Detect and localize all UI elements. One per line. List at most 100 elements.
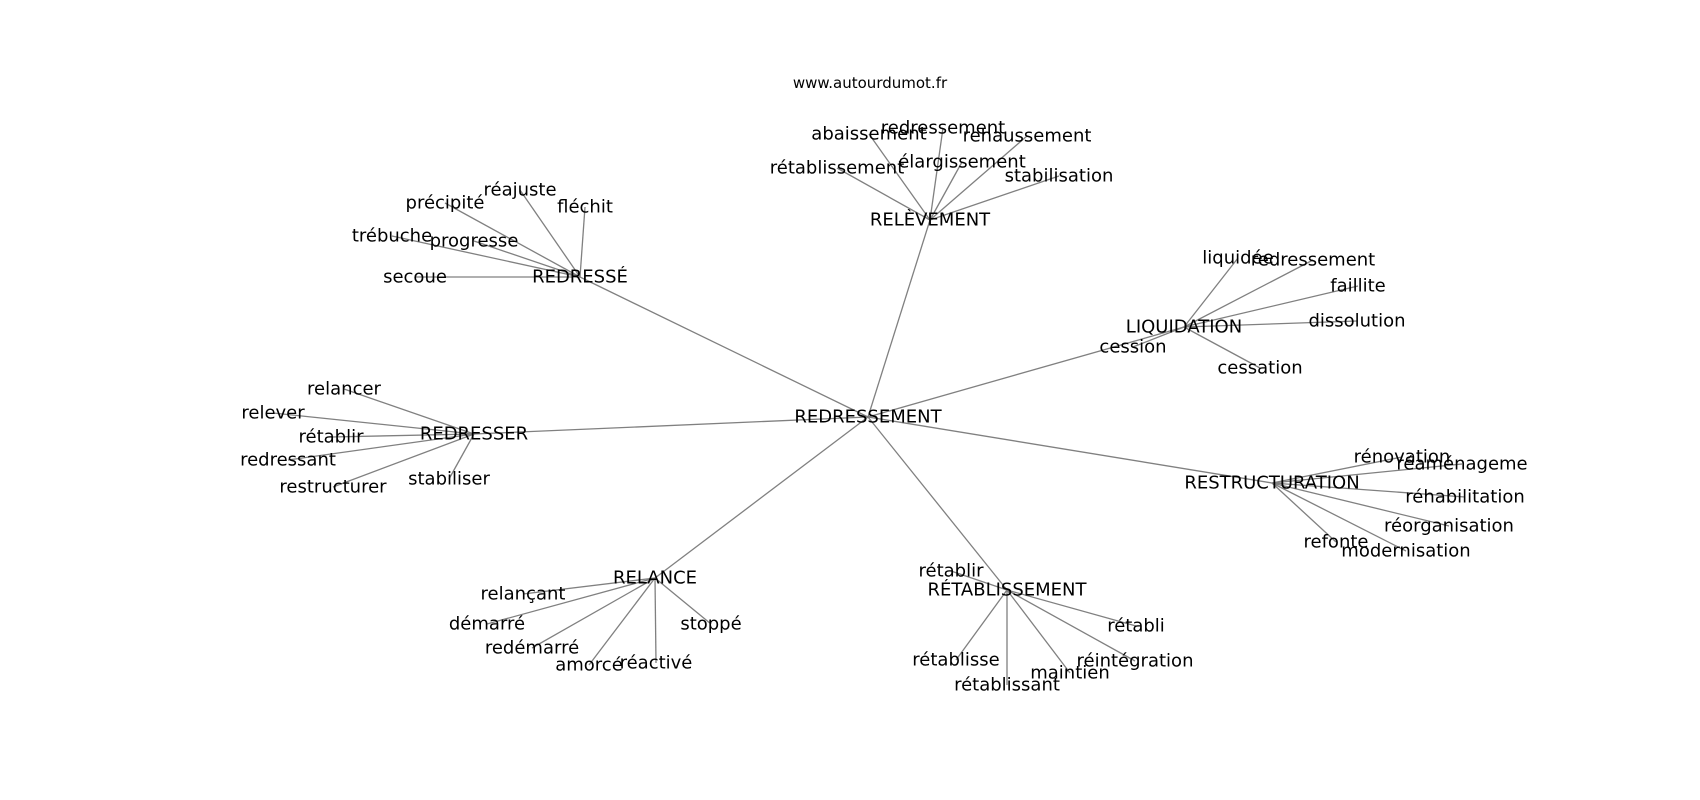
edge-group-to-leaf <box>1006 589 1071 674</box>
edge-group-to-leaf <box>473 240 581 278</box>
group-node-label: REDRESSER <box>420 424 528 445</box>
leaf-node-label: réajuste <box>483 180 556 201</box>
edge-group-to-leaf <box>519 189 581 278</box>
edge-group-to-leaf <box>1271 482 1407 552</box>
leaf-node-label: redressement <box>1251 250 1376 271</box>
leaf-node-label: progresse <box>430 231 519 252</box>
leaf-node-label: rétabli <box>1107 616 1165 637</box>
leaf-node-label: réorganisation <box>1384 516 1514 537</box>
leaf-node-label: rehaussement <box>963 126 1092 147</box>
labels: REDRESSEMENTRELÈVEMENTabaissementredress… <box>240 118 1528 696</box>
edge-group-to-leaf <box>531 577 656 649</box>
edge-group-to-leaf <box>588 577 656 666</box>
leaf-node-label: relever <box>241 403 305 424</box>
leaf-node-label: redressant <box>240 450 336 471</box>
edge-center-to-group <box>867 326 1185 418</box>
leaf-node-label: réintégration <box>1077 651 1194 672</box>
leaf-node-label: cession <box>1099 337 1166 358</box>
edge-group-to-leaf <box>448 433 475 480</box>
edge-group-to-leaf <box>1183 326 1261 369</box>
edge-center-to-group <box>473 416 869 435</box>
site-watermark: www.autourdumot.fr <box>793 74 948 92</box>
edge-center-to-group <box>867 416 1273 484</box>
leaf-node-label: cessation <box>1217 358 1302 379</box>
leaf-node-label: rétablissant <box>954 675 1060 696</box>
leaf-node-label: faillite <box>1330 276 1386 297</box>
edge-group-to-leaf <box>868 133 931 221</box>
edge-group-to-leaf <box>654 577 657 664</box>
leaf-node-label: précipité <box>406 193 485 214</box>
edge-group-to-leaf <box>1183 320 1358 328</box>
edge-group-to-leaf <box>522 577 656 595</box>
group-node-label: RELÈVEMENT <box>870 209 991 231</box>
group-node-label: RESTRUCTURATION <box>1184 473 1359 494</box>
edge-group-to-leaf <box>1183 259 1314 328</box>
leaf-node-label: secoue <box>383 267 447 288</box>
leaf-node-label: stabiliser <box>408 469 490 490</box>
edge-group-to-leaf <box>486 577 656 625</box>
leaf-node-label: rétablir <box>919 561 985 582</box>
leaf-node-label: démarré <box>449 614 525 635</box>
leaf-node-label: stoppé <box>680 614 741 635</box>
edge-group-to-leaf <box>654 577 712 625</box>
leaf-node-label: rénovation <box>1354 447 1451 468</box>
leaf-node-label: relancer <box>307 379 381 400</box>
edge-group-to-leaf <box>287 433 475 461</box>
leaf-node-label: refonte <box>1304 532 1369 553</box>
leaf-node-label: réactivé <box>620 653 693 674</box>
leaf-node-label: rétablir <box>299 427 365 448</box>
edge-group-to-leaf <box>1271 456 1403 484</box>
leaf-node-label: modernisation <box>1341 541 1470 562</box>
edge-group-to-leaf <box>1006 589 1136 662</box>
leaf-node-label: abaissement <box>811 124 926 145</box>
edge-center-to-group <box>867 219 931 418</box>
edge-group-to-leaf <box>332 433 475 488</box>
group-node-label: LIQUIDATION <box>1126 317 1242 338</box>
edge-group-to-leaf <box>1006 589 1137 627</box>
group-node-label: RÉTABLISSEMENT <box>927 579 1087 601</box>
leaf-node-label: fléchit <box>557 197 613 218</box>
leaf-node-label: redressement <box>881 118 1006 139</box>
leaf-node-label: liquidée <box>1202 248 1273 269</box>
leaf-node-label: restructurer <box>279 477 387 498</box>
leaf-node-label: relançant <box>481 584 566 605</box>
edge-group-to-leaf <box>272 412 475 435</box>
edge-group-to-leaf <box>1183 257 1239 328</box>
edge-group-to-leaf <box>950 570 1008 591</box>
leaf-node-label: stabilisation <box>1005 166 1114 187</box>
center-node-label: REDRESSEMENT <box>794 407 942 428</box>
group-node-label: REDRESSÉ <box>532 266 628 288</box>
leaf-node-label: redémarré <box>485 638 579 659</box>
edge-group-to-leaf <box>1271 482 1466 498</box>
edge-group-to-leaf <box>1183 285 1359 328</box>
edge-group-to-leaf <box>444 202 581 278</box>
edge-group-to-leaf <box>343 388 475 435</box>
leaf-node-label: amorcé <box>555 655 623 676</box>
leaf-node-label: élargissement <box>898 152 1026 173</box>
leaf-node-label: trébuche <box>352 226 432 247</box>
edge-group-to-leaf <box>929 175 1060 221</box>
edge-group-to-leaf <box>1271 482 1450 527</box>
leaf-node-label: réhabilitation <box>1405 487 1525 508</box>
edge-group-to-leaf <box>330 433 475 438</box>
edge-center-to-group <box>579 276 869 418</box>
leaf-node-label: dissolution <box>1308 311 1405 332</box>
edge-group-to-leaf <box>929 135 1028 221</box>
edge-group-to-leaf <box>1271 482 1337 543</box>
edge-group-to-leaf <box>579 206 586 278</box>
edges <box>272 127 1466 685</box>
leaf-node-label: maintien <box>1030 663 1110 684</box>
edge-group-to-leaf <box>836 167 931 221</box>
leaf-node-label: rétablisse <box>912 650 999 671</box>
edge-group-to-leaf <box>929 161 963 221</box>
group-node-label: RELANCE <box>613 568 697 589</box>
edge-center-to-group <box>867 416 1008 591</box>
leaf-node-label: réaménageme <box>1396 454 1527 475</box>
edge-group-to-leaf <box>929 127 944 221</box>
leaf-node-label: rétablissement <box>770 158 905 179</box>
edge-center-to-group <box>654 416 869 579</box>
edge-group-to-leaf <box>1271 463 1463 484</box>
edge-group-to-leaf <box>955 589 1008 661</box>
edge-group-to-leaf <box>391 235 581 278</box>
